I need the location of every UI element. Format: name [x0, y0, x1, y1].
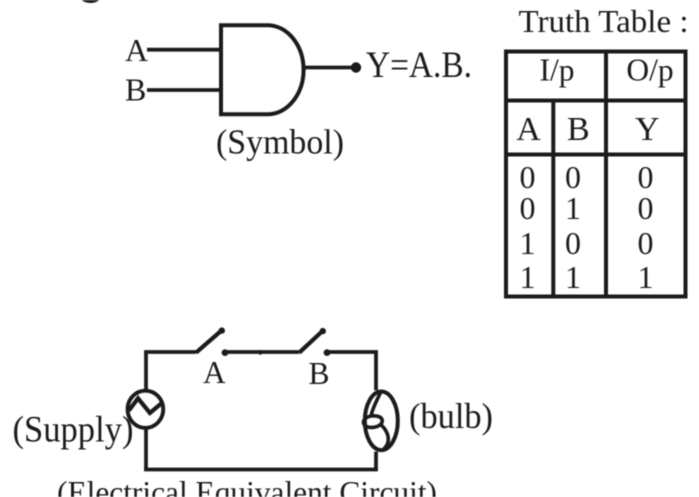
svg-text:B: B — [567, 111, 590, 148]
svg-text:0: 0 — [520, 190, 536, 226]
svg-text:A: A — [203, 355, 226, 390]
svg-text:1: 1 — [565, 259, 581, 295]
svg-text:Truth Table :: Truth Table : — [519, 3, 689, 39]
svg-text:A: A — [516, 111, 541, 148]
svg-text:0: 0 — [638, 225, 654, 261]
svg-text:1: 1 — [520, 259, 536, 295]
svg-text:(Symbol): (Symbol) — [216, 123, 344, 162]
svg-text:0: 0 — [638, 159, 654, 195]
svg-text:I/p: I/p — [540, 53, 575, 88]
svg-text:B: B — [309, 356, 330, 391]
svg-text:0: 0 — [520, 159, 536, 195]
svg-text:B: B — [125, 72, 146, 108]
svg-text:Y=A.B.: Y=A.B. — [366, 45, 472, 86]
svg-text:A: A — [125, 32, 148, 68]
svg-text:1: 1 — [565, 190, 581, 226]
svg-text:Y: Y — [635, 111, 660, 148]
svg-text:(bulb): (bulb) — [409, 396, 493, 436]
svg-text:0: 0 — [565, 225, 581, 261]
svg-text:O/p: O/p — [626, 53, 673, 88]
svg-text:1: 1 — [638, 259, 654, 295]
svg-text:1: 1 — [520, 225, 536, 261]
svg-text:(Electrical Equivalent Circuit: (Electrical Equivalent Circuit) — [57, 474, 437, 497]
svg-text:(Supply): (Supply) — [13, 409, 134, 450]
svg-text:0: 0 — [638, 190, 654, 226]
svg-text:0: 0 — [565, 159, 581, 195]
